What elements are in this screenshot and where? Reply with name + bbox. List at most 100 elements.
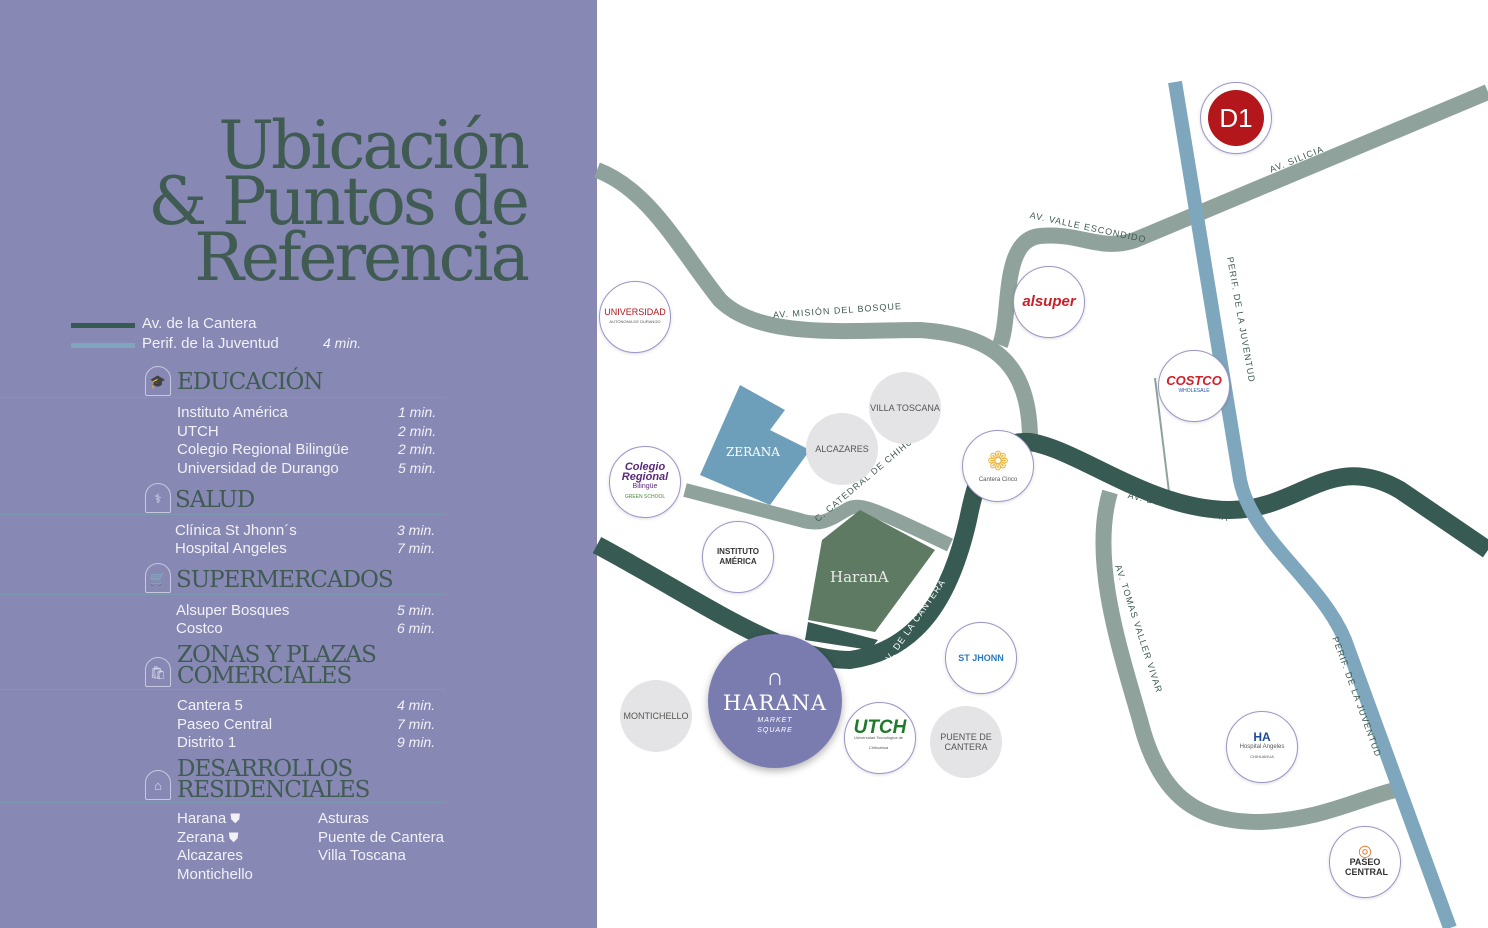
- stjhonn-name: ST JHONN: [958, 653, 1004, 663]
- item-time: 9 min.: [397, 734, 436, 750]
- legend-label: Av. de la Cantera: [142, 315, 257, 332]
- costco-sub: WHOLESALE: [1178, 388, 1210, 394]
- list-item: Universidad de Durango: [177, 460, 339, 477]
- cart-icon: 🛒: [145, 563, 171, 593]
- harana-lot: [808, 510, 935, 632]
- item-time: 3 min.: [397, 522, 436, 538]
- list-item: Alcazares: [177, 847, 243, 864]
- harana-residencial-label: HaranA: [830, 568, 889, 586]
- item-time: 7 min.: [397, 716, 436, 732]
- legend-time: 4 min.: [323, 335, 362, 351]
- list-item: Hospital Angeles: [175, 540, 287, 557]
- section-title: SALUD: [175, 487, 255, 513]
- list-item: Distrito 1: [177, 734, 237, 751]
- road-valle-escondido: [992, 84, 1488, 348]
- arch-icon: ∩: [766, 664, 784, 691]
- road-costco-link: [1154, 377, 1171, 501]
- udurango-name: UNIVERSIDAD: [604, 307, 666, 317]
- list-item: Colegio Regional Bilingüe: [177, 441, 349, 458]
- graduation-cap-icon: 🎓: [145, 366, 171, 396]
- divider: [0, 802, 445, 803]
- item-time: 5 min.: [398, 460, 437, 476]
- ha-logo-icon: HA: [1253, 730, 1271, 744]
- poi-universidad-durango[interactable]: UNIVERSIDAD AUTÓNOMA DE DURANGO: [599, 281, 671, 353]
- road-perif-juventud: [1168, 80, 1457, 928]
- hospital-sub: CHIHUAHUA: [1250, 754, 1274, 759]
- market-sub: MARKET: [757, 717, 793, 724]
- poi-alsuper[interactable]: alsuper: [1013, 266, 1085, 338]
- list-item: Villa Toscana: [318, 847, 406, 864]
- shopping-bag-icon: 🛍: [145, 657, 171, 687]
- info-panel: Ubicación & Puntos de Referencia Av. de …: [0, 0, 597, 928]
- list-item: Alsuper Bosques: [176, 602, 290, 619]
- item-time: 1 min.: [398, 404, 437, 420]
- harana-logo-icon: ⛊: [230, 811, 241, 826]
- list-item: Zerana ⛊: [177, 829, 238, 846]
- legend-line-perif: [71, 343, 135, 348]
- list-item: Harana ⛊: [177, 810, 240, 827]
- divider: [0, 514, 445, 515]
- item-time: 6 min.: [397, 620, 436, 636]
- poi-puente-de-cantera[interactable]: PUENTE DE CANTERA: [930, 706, 1002, 778]
- item-time: 4 min.: [397, 697, 436, 713]
- list-item: UTCH: [177, 423, 219, 440]
- item-time: 2 min.: [398, 423, 437, 439]
- alsuper-logo: alsuper: [1022, 293, 1076, 310]
- zerana-lot: [700, 385, 810, 505]
- poi-distrito-1[interactable]: D1: [1200, 82, 1272, 154]
- legend-label: Perif. de la Juventud: [142, 335, 279, 352]
- poi-cantera-cinco[interactable]: ❁Cantera Cinco: [962, 430, 1034, 502]
- market-name: HARANA: [723, 691, 827, 715]
- hospital-name: Hospital Angeles: [1239, 744, 1285, 750]
- list-item: Puente de Cantera: [318, 829, 444, 846]
- page-title: Ubicación & Puntos de Referencia: [148, 113, 530, 291]
- section-title: SUPERMERCADOS: [176, 567, 394, 593]
- colegio-name: Colegio Regional: [621, 461, 669, 483]
- costco-logo: COSTCO: [1166, 373, 1222, 388]
- list-item: Clínica St Jhonn´s: [175, 522, 297, 539]
- legend-line-cantera: [71, 323, 135, 328]
- road-mision-del-bosque: [593, 162, 1038, 441]
- harana-lot-annex: [805, 622, 878, 650]
- paseo-name: PASEO CENTRAL: [1345, 857, 1388, 877]
- udurango-logo: UNIVERSIDAD AUTÓNOMA DE DURANGO: [604, 307, 666, 327]
- list-item: Cantera 5: [177, 697, 243, 714]
- item-name: Zerana: [177, 829, 225, 846]
- cantera-name: Cantera Cinco: [978, 477, 1018, 483]
- list-item: Instituto América: [177, 404, 288, 421]
- instituto-name: INSTITUTO AMÉRICA: [716, 547, 760, 566]
- divider: [0, 397, 445, 398]
- udurango-sub: AUTÓNOMA DE DURANGO: [609, 319, 661, 324]
- poi-villa-toscana[interactable]: VILLA TOSCANA: [869, 372, 941, 444]
- zerana-label: ZERANA: [726, 445, 780, 459]
- poi-paseo-central[interactable]: ◎PASEO CENTRAL: [1329, 826, 1401, 898]
- poi-instituto-america[interactable]: INSTITUTO AMÉRICA: [702, 521, 774, 593]
- harana-logo-icon: ⛊: [228, 830, 239, 845]
- road-catedral: [683, 483, 953, 552]
- section-title-line: RESIDENCIALES: [177, 777, 370, 803]
- road-tomas-valler: [1095, 489, 1397, 831]
- list-item: Costco: [176, 620, 223, 637]
- utch-logo: UTCH: [853, 717, 907, 738]
- cantera-flower-icon: ❁: [987, 446, 1009, 476]
- colegio-sub: Bilingüe: [632, 483, 658, 490]
- section-title-line: DESARROLLOS: [177, 756, 353, 782]
- title-line: & Puntos de: [148, 163, 530, 240]
- item-name: Harana: [177, 810, 227, 827]
- poi-montichello[interactable]: MONTICHELLO: [620, 680, 692, 752]
- list-item: Asturas: [318, 810, 369, 827]
- section-title-line: ZONAS Y PLAZAS: [177, 642, 377, 668]
- poi-st-jhonn[interactable]: ST JHONN: [945, 622, 1017, 694]
- divider: [0, 594, 445, 595]
- poi-alcazares[interactable]: ALCAZARES: [806, 413, 878, 485]
- zerana-name: ZERANA: [726, 445, 780, 459]
- stethoscope-icon: ⚕: [145, 483, 171, 513]
- list-item: Montichello: [177, 866, 253, 883]
